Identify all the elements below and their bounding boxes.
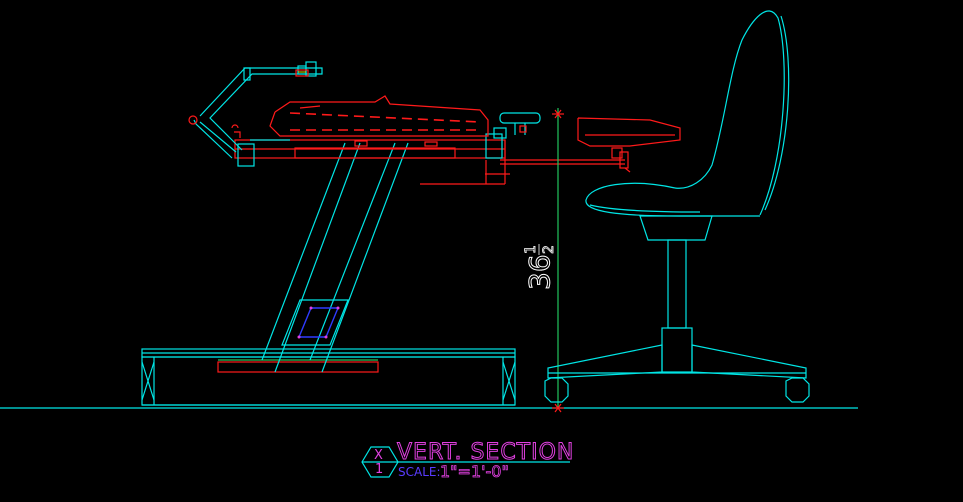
sheet-id: 1 — [375, 462, 383, 477]
office-chair — [544, 10, 810, 403]
dimension-denominator: 2 — [541, 245, 557, 254]
desk-column — [261, 142, 409, 373]
desk-base — [141, 348, 516, 406]
title-block: X 1 VERT. SECTION SCALE: 1"=1'-0" — [361, 440, 574, 481]
drawing-title: VERT. SECTION — [397, 440, 574, 465]
dimension-numerator: 1 — [523, 245, 539, 254]
detail-id: X — [374, 448, 383, 463]
scale-prefix: SCALE: — [398, 465, 441, 479]
dimension-whole: 36 — [523, 254, 556, 290]
keyboard-tray — [499, 112, 681, 173]
height-dimension — [552, 108, 564, 413]
dimension-text: 36 1 2 — [523, 244, 557, 291]
scale-value: 1"=1'-0" — [440, 462, 509, 481]
desk-top-assembly — [188, 61, 510, 185]
